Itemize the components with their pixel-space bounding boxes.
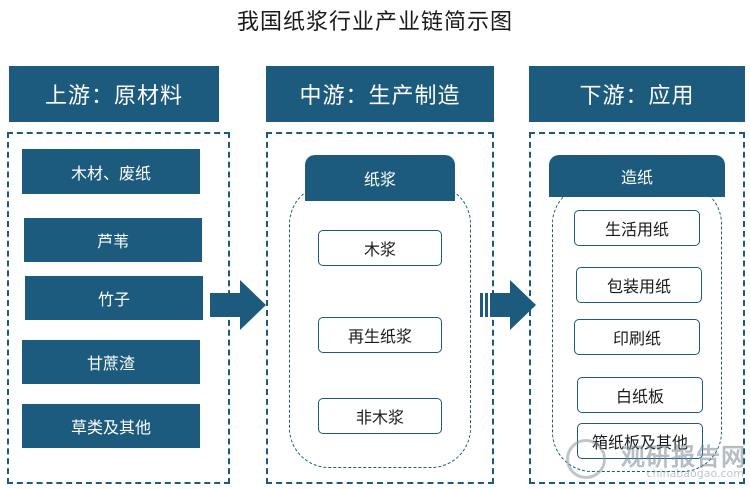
flow-arrow-right-icon — [480, 280, 536, 330]
midstream-item-wood-pulp: 木浆 — [318, 230, 442, 266]
upstream-item-grass-other: 草类及其他 — [22, 404, 200, 448]
watermark-logo: 观研报告网 chinabaogao.com — [566, 437, 746, 483]
downstream-panel — [529, 132, 745, 484]
midstream-item-recycled-pulp: 再生纸浆 — [318, 317, 442, 353]
watermark-url: chinabaogao.com — [646, 467, 745, 480]
midstream-header: 中游：生产制造 — [266, 66, 494, 122]
pulp-group-header: 纸浆 — [305, 155, 455, 201]
upstream-header: 上游：原材料 — [9, 66, 219, 122]
upstream-item-reed: 芦苇 — [24, 218, 202, 262]
downstream-item-packaging-paper: 包装用纸 — [576, 267, 702, 303]
flow-arrow-right-icon — [210, 280, 266, 330]
upstream-item-bagasse: 甘蔗渣 — [22, 340, 200, 384]
midstream-item-nonwood-pulp: 非木浆 — [318, 398, 442, 434]
downstream-item-household-paper: 生活用纸 — [574, 210, 700, 246]
upstream-item-wood-wastepaper: 木材、废纸 — [22, 149, 200, 194]
watermark-text: 观研报告网 — [621, 442, 746, 471]
upstream-item-bamboo: 竹子 — [25, 276, 203, 320]
downstream-item-white-board: 白纸板 — [577, 377, 703, 413]
downstream-item-printing-paper: 印刷纸 — [574, 319, 700, 355]
diagram-title: 我国纸浆行业产业链简示图 — [236, 10, 513, 35]
watermark-circle-icon — [566, 439, 606, 479]
downstream-header: 下游：应用 — [529, 66, 745, 122]
downstream-item-containerboard-other: 箱纸板及其他 — [577, 423, 703, 459]
papermaking-group-header: 造纸 — [549, 155, 725, 197]
